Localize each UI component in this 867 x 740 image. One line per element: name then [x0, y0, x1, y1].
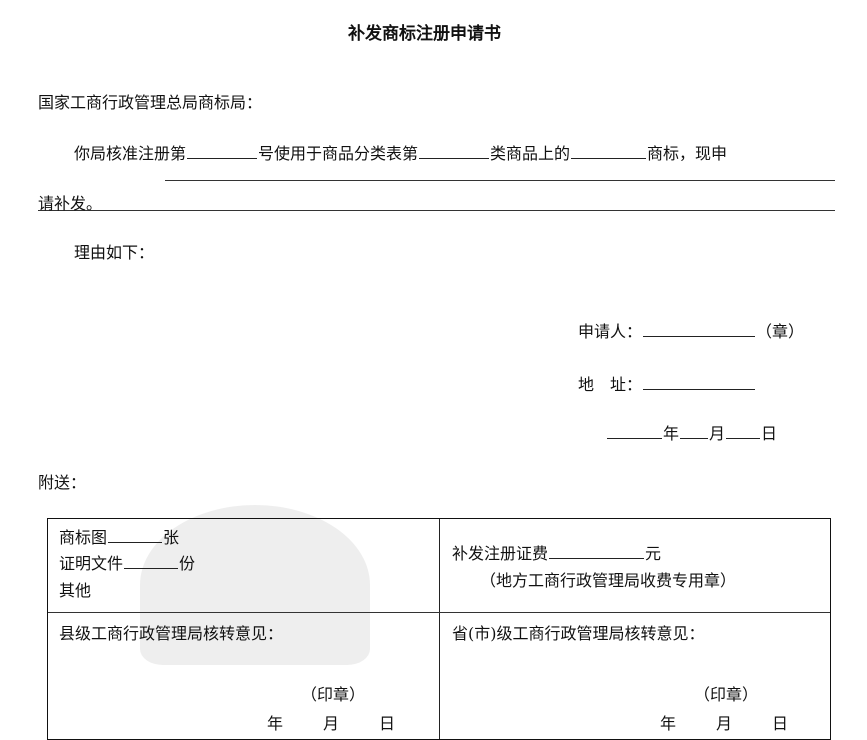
county-seal-label: （印章）: [301, 685, 366, 704]
province-opinion-heading: 省(市)级工商行政管理局核转意见：: [452, 624, 705, 643]
address-label: 地 址：: [578, 375, 643, 394]
province-seal-label: （印章）: [694, 685, 759, 704]
province-date-row: 年月日: [660, 710, 788, 734]
cell-fee: 补发注册证费 元 （地方工商行政管理局收费专用章）: [452, 541, 736, 595]
trademark-drawings-count-field[interactable]: [108, 528, 163, 543]
trademark-drawings-row: 商标图 张: [59, 525, 195, 550]
body-paragraph-line2: 请补发。: [38, 194, 103, 213]
certificates-label: 证明文件: [59, 554, 124, 573]
body-paragraph-line1: 你局核准注册第 号使用于商品分类表第 类商品上的 商标，现申: [74, 144, 867, 164]
reason-field-line1[interactable]: [165, 180, 835, 181]
attachments-label: 附送：: [38, 473, 87, 492]
applicant-label: 申请人：: [578, 322, 643, 341]
addressee: 国家工商行政管理总局商标局：: [38, 93, 263, 112]
year-label: 年: [660, 714, 677, 733]
applicant-field[interactable]: [643, 322, 756, 337]
unit-label: 张: [163, 528, 180, 547]
year-label: 年: [663, 424, 680, 443]
fee-row: 补发注册证费 元: [452, 541, 736, 567]
day-field[interactable]: [726, 424, 761, 439]
trademark-name-field[interactable]: [571, 144, 647, 159]
text-segment: 你局核准注册第: [74, 144, 187, 163]
trademark-drawings-label: 商标图: [59, 528, 108, 547]
cell-attachments: 商标图 张 证明文件 份 其他: [59, 525, 195, 604]
fee-amount-field[interactable]: [549, 544, 645, 559]
month-label: 月: [323, 714, 340, 733]
year-field[interactable]: [607, 424, 662, 439]
applicant-seal: （章）: [756, 322, 805, 341]
table-horizontal-divider: [48, 612, 830, 613]
currency-label: 元: [645, 544, 662, 563]
reason-label: 理由如下：: [74, 243, 155, 262]
document-title: 补发商标注册申请书: [348, 24, 501, 44]
day-label: 日: [761, 424, 778, 443]
registration-number-field[interactable]: [187, 144, 258, 159]
text-segment: 号使用于商品分类表第: [258, 144, 419, 163]
day-label: 日: [379, 714, 396, 733]
cell-province-opinion[interactable]: 省(市)级工商行政管理局核转意见： （印章） 年 月 日: [452, 623, 822, 738]
day-label: 日: [772, 714, 789, 733]
unit-label: 份: [179, 554, 196, 573]
date-row: 年月日: [606, 424, 867, 444]
address-row: 地 址：: [578, 375, 867, 395]
county-date-row: 年月日: [267, 710, 395, 734]
applicant-row: 申请人： （章）: [578, 322, 867, 342]
other-row: 其他: [59, 581, 92, 600]
month-label: 月: [709, 424, 726, 443]
year-label: 年: [267, 714, 284, 733]
text-segment: 类商品上的: [490, 144, 571, 163]
month-field[interactable]: [680, 424, 709, 439]
fee-label: 补发注册证费: [452, 544, 549, 563]
county-opinion-heading: 县级工商行政管理局核转意见：: [59, 624, 284, 643]
table-vertical-divider: [439, 519, 440, 739]
month-label: 月: [716, 714, 733, 733]
certificates-count-field[interactable]: [124, 554, 179, 569]
certificates-row: 证明文件 份: [59, 550, 195, 578]
address-field[interactable]: [643, 375, 756, 390]
attachments-table: 商标图 张 证明文件 份 其他 补发注册证费 元 （地方工商行政管理局收费专用章） 县…: [47, 518, 831, 740]
reason-field-line2[interactable]: [38, 210, 835, 211]
fee-seal-note: （地方工商行政管理局收费专用章）: [480, 571, 737, 590]
cell-county-opinion[interactable]: 县级工商行政管理局核转意见： （印章） 年 月 日: [59, 623, 429, 738]
text-segment: 商标，现申: [647, 144, 728, 163]
class-number-field[interactable]: [419, 144, 490, 159]
